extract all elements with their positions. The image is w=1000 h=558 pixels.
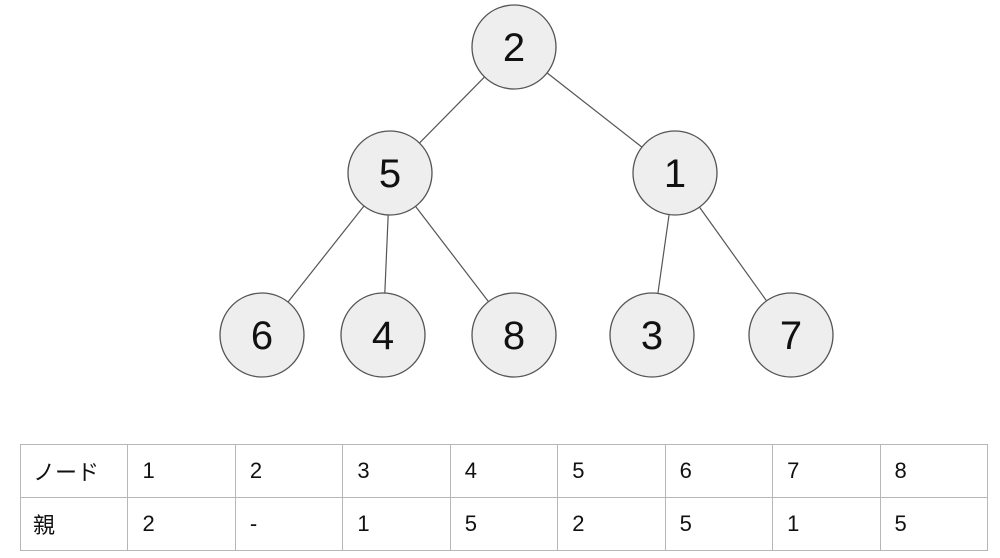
tree-node-circle bbox=[471, 4, 557, 90]
tree-node: 3 bbox=[609, 292, 695, 378]
parent-table: ノード 1 2 3 4 5 6 7 8 親 2 - 1 5 2 5 1 5 bbox=[19, 444, 988, 551]
tree-edge bbox=[287, 205, 365, 303]
table-cell: 1 bbox=[772, 497, 881, 551]
tree-node-circle bbox=[347, 130, 433, 216]
tree-node: 8 bbox=[471, 292, 557, 378]
table-cell: 8 bbox=[879, 444, 988, 498]
table-row-parent: 親 2 - 1 5 2 5 1 5 bbox=[19, 497, 988, 551]
tree-node-label: 2 bbox=[503, 26, 525, 70]
row-header-parent: 親 bbox=[19, 497, 129, 551]
table-cell: 2 bbox=[127, 497, 236, 551]
table-cell: 3 bbox=[342, 444, 451, 498]
table-cell: 7 bbox=[772, 444, 881, 498]
table-cell: 5 bbox=[879, 497, 988, 551]
tree-node-circle bbox=[632, 130, 718, 216]
tree-node: 7 bbox=[748, 292, 834, 378]
tree-node-circle bbox=[471, 292, 557, 378]
tree-edge bbox=[698, 206, 768, 302]
tree-node: 2 bbox=[471, 4, 557, 90]
tree-diagram: 2 5 1 6 4 8 3 7 bbox=[219, 4, 834, 378]
tree-node-label: 8 bbox=[503, 314, 525, 358]
tree-edge bbox=[657, 214, 670, 294]
table-cell: 2 bbox=[557, 497, 666, 551]
tree-edge bbox=[415, 205, 489, 303]
table-cell: 1 bbox=[127, 444, 236, 498]
tree-node: 5 bbox=[347, 130, 433, 216]
tree-node-label: 6 bbox=[251, 314, 273, 358]
tree-node-label: 3 bbox=[641, 314, 663, 358]
tree-node: 4 bbox=[340, 292, 426, 378]
tree-nodes: 2 5 1 6 4 8 3 7 bbox=[219, 4, 834, 378]
tree-edges bbox=[287, 72, 768, 303]
tree-node-label: 4 bbox=[372, 314, 394, 358]
tree-edge bbox=[546, 72, 643, 148]
tree-node-label: 5 bbox=[379, 152, 401, 196]
tree-edge bbox=[384, 214, 389, 294]
tree-node-circle bbox=[340, 292, 426, 378]
row-header-node: ノード bbox=[19, 444, 129, 498]
tree-node: 1 bbox=[632, 130, 718, 216]
table-cell: 6 bbox=[664, 444, 774, 498]
tree-node-label: 7 bbox=[780, 314, 802, 358]
table-row-node: ノード 1 2 3 4 5 6 7 8 bbox=[19, 444, 988, 498]
tree-node-circle bbox=[219, 292, 305, 378]
table-cell: 5 bbox=[664, 497, 774, 551]
table-cell: 4 bbox=[449, 444, 559, 498]
tree-node-circle bbox=[609, 292, 695, 378]
table-cell: 1 bbox=[342, 497, 451, 551]
tree-node-label: 1 bbox=[664, 152, 686, 196]
tree-edge bbox=[419, 76, 485, 144]
tree-node-circle bbox=[748, 292, 834, 378]
table-cell: - bbox=[234, 497, 344, 551]
table-cell: 5 bbox=[557, 444, 666, 498]
table-cell: 5 bbox=[449, 497, 559, 551]
tree-node: 6 bbox=[219, 292, 305, 378]
table-cell: 2 bbox=[234, 444, 344, 498]
